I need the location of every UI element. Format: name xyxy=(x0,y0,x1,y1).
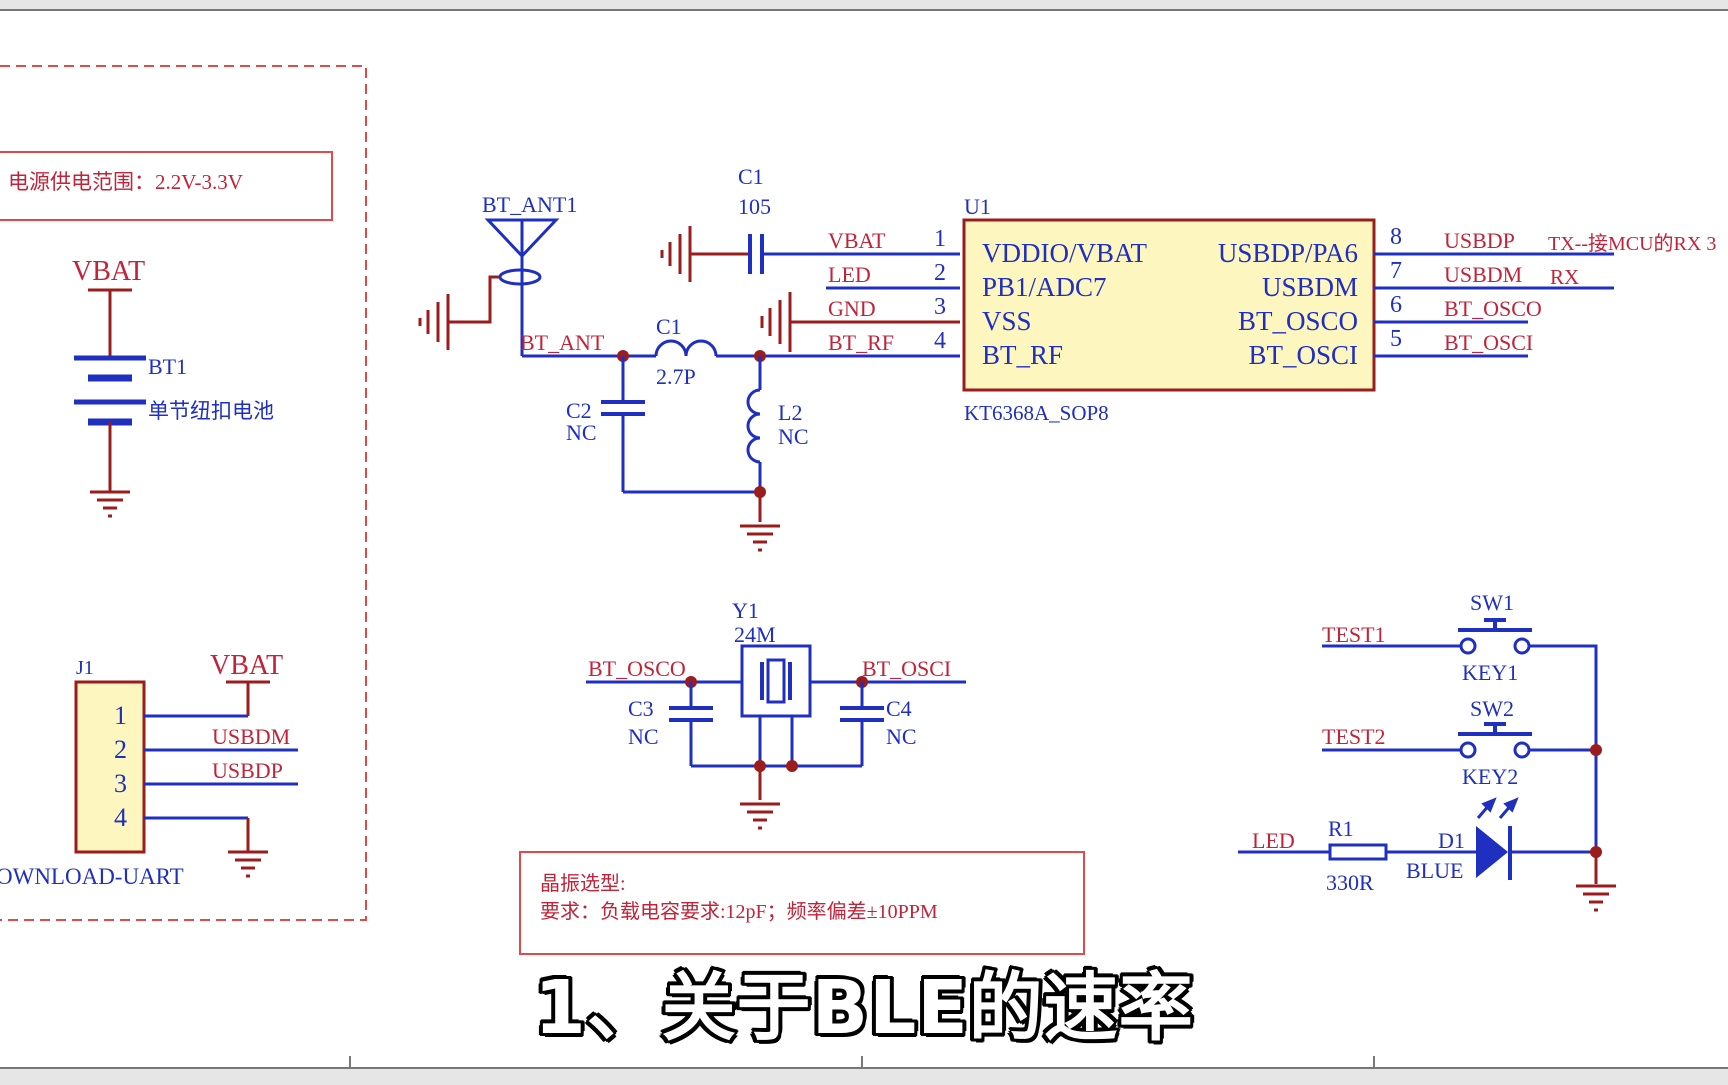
chip-part: KT6368A_SOP8 xyxy=(964,401,1109,425)
connector-net-usbdm: USBDM xyxy=(212,724,290,749)
crystal-ref: Y1 xyxy=(732,598,759,623)
video-subtitle: 1、关于BLE的速率 xyxy=(534,965,1194,1051)
chip-net-gnd: GND xyxy=(828,296,876,321)
sw2-ref: SW2 xyxy=(1470,696,1514,721)
crystal-net-left: BT_OSCO xyxy=(588,656,686,681)
connector-pin-3: 3 xyxy=(114,769,127,798)
chip-net-btosco: BT_OSCO xyxy=(1444,296,1542,321)
power-region xyxy=(0,65,367,921)
sw2-net: TEST2 xyxy=(1322,724,1386,749)
connector-pin-4: 4 xyxy=(114,803,127,832)
chip-note-tx: TX--接MCU的RX 3 xyxy=(1548,232,1716,255)
led-r-value: 330R xyxy=(1326,870,1374,895)
antenna-section: BT_ANT1 BT_ANT C1 2.7P C2 NC L2 NC xyxy=(418,192,960,552)
led-light-icon xyxy=(1476,797,1519,819)
sw1-net: TEST1 xyxy=(1322,622,1386,647)
sw1-name: KEY1 xyxy=(1462,660,1518,685)
chip-pin-6-num: 6 xyxy=(1390,292,1402,318)
led-r-ref: R1 xyxy=(1328,816,1354,841)
decoupling-cap: C1 105 xyxy=(660,164,960,352)
connector-vbat-label: VBAT xyxy=(210,650,283,681)
crystal-note-line1: 晶振选型: xyxy=(540,872,626,895)
decoupling-ref: C1 xyxy=(738,164,764,189)
crystal-c4-ref: C4 xyxy=(886,696,912,721)
chip-pin-7-num: 7 xyxy=(1390,258,1402,284)
chip-pin-4-num: 4 xyxy=(934,328,946,354)
chip-pin-5-num: 5 xyxy=(1390,326,1402,352)
chip-net-btrf: BT_RF xyxy=(828,330,894,355)
led-section: LED R1 330R D1 BLUE xyxy=(1238,797,1618,912)
chip-pin-1-num: 1 xyxy=(934,226,946,252)
connector-net-usbdp: USBDP xyxy=(212,758,283,783)
keys-section: SW1 TEST1 KEY1 SW2 TEST2 KEY2 xyxy=(1322,590,1602,852)
battery-desc: 单节纽扣电池 xyxy=(148,399,274,423)
led-d-ref: D1 xyxy=(1438,828,1465,853)
chip-pin-8-name: USBDP/PA6 xyxy=(1218,238,1358,268)
connector-pin-1: 1 xyxy=(114,701,127,730)
power-note-text: 电源供电范围：2.2V-3.3V xyxy=(8,170,243,194)
antenna-l2-value: NC xyxy=(778,424,809,449)
crystal-value: 24M xyxy=(734,622,776,647)
led-d-color: BLUE xyxy=(1406,858,1463,883)
crystal-note-line2: 要求：负载电容要求:12pF；频率偏差±10PPM xyxy=(540,900,938,923)
antenna-ground-icon xyxy=(418,294,450,350)
antenna-ref: BT_ANT1 xyxy=(482,192,577,217)
chip-pin-4-name: BT_RF xyxy=(982,340,1063,370)
crystal-c3-ref: C3 xyxy=(628,696,654,721)
battery-vbat-label: VBAT xyxy=(72,256,145,287)
crystal-c4-value: NC xyxy=(886,724,917,749)
power-note: 电源供电范围：2.2V-3.3V xyxy=(0,151,333,221)
chip-pin-7-name: USBDM xyxy=(1262,272,1358,302)
chip-pin-8-num: 8 xyxy=(1390,224,1402,250)
connector-j1: J1 1 2 3 4 VBAT USBDM USBDP OWNLOAD-UART xyxy=(0,650,298,889)
antenna-c2-value: NC xyxy=(566,420,597,445)
chip-pin-5-name: BT_OSCI xyxy=(1248,340,1358,370)
crystal-c3-value: NC xyxy=(628,724,659,749)
battery-bt1: VBAT BT1 单节纽扣电池 xyxy=(72,256,274,518)
chip-pin-3-name: VSS xyxy=(982,306,1032,336)
battery-ref: BT1 xyxy=(148,354,187,379)
chip-pin-2-name: PB1/ADC7 xyxy=(982,272,1107,302)
chip-net-led: LED xyxy=(828,262,871,287)
chip-net-vbat: VBAT xyxy=(828,228,886,253)
chip-pin-3-num: 3 xyxy=(934,294,946,320)
crystal-note: 晶振选型: 要求：负载电容要求:12pF；频率偏差±10PPM xyxy=(519,851,1085,955)
led-diode-icon xyxy=(1476,826,1508,878)
chip-net-usbdm: USBDM xyxy=(1444,262,1522,287)
sw1-ref: SW1 xyxy=(1470,590,1514,615)
antenna-c2-ref: C2 xyxy=(566,398,592,423)
chip-pin-2-num: 2 xyxy=(934,260,946,286)
decoupling-value: 105 xyxy=(738,194,771,219)
chip-net-btosci: BT_OSCI xyxy=(1444,330,1533,355)
chip-ref: U1 xyxy=(964,194,991,219)
antenna-c1-ref: C1 xyxy=(656,314,682,339)
chip-net-usbdp: USBDP xyxy=(1444,228,1515,253)
connector-name: OWNLOAD-UART xyxy=(0,864,184,889)
ruler-ticks xyxy=(349,1056,1375,1068)
chip-pin-1-name: VDDIO/VBAT xyxy=(982,238,1148,268)
antenna-net: BT_ANT xyxy=(520,330,605,355)
chip-u1: U1 KT6368A_SOP8 1 2 3 4 VDDIO/VBAT PB1/A… xyxy=(828,194,1716,425)
antenna-l2-ref: L2 xyxy=(778,400,802,425)
sw2-name: KEY2 xyxy=(1462,764,1518,789)
sheet xyxy=(0,10,1728,1068)
led-net: LED xyxy=(1252,828,1295,853)
connector-pin-2: 2 xyxy=(114,735,127,764)
chip-note-rx: RX xyxy=(1550,265,1579,289)
crystal-net-right: BT_OSCI xyxy=(862,656,951,681)
connector-ref: J1 xyxy=(76,657,94,679)
crystal-section: Y1 24M BT_OSCO BT_OSCI C3 NC C4 NC xyxy=(586,598,966,830)
antenna-c1-value: 2.7P xyxy=(656,364,696,389)
chip-pin-6-name: BT_OSCO xyxy=(1238,306,1358,336)
